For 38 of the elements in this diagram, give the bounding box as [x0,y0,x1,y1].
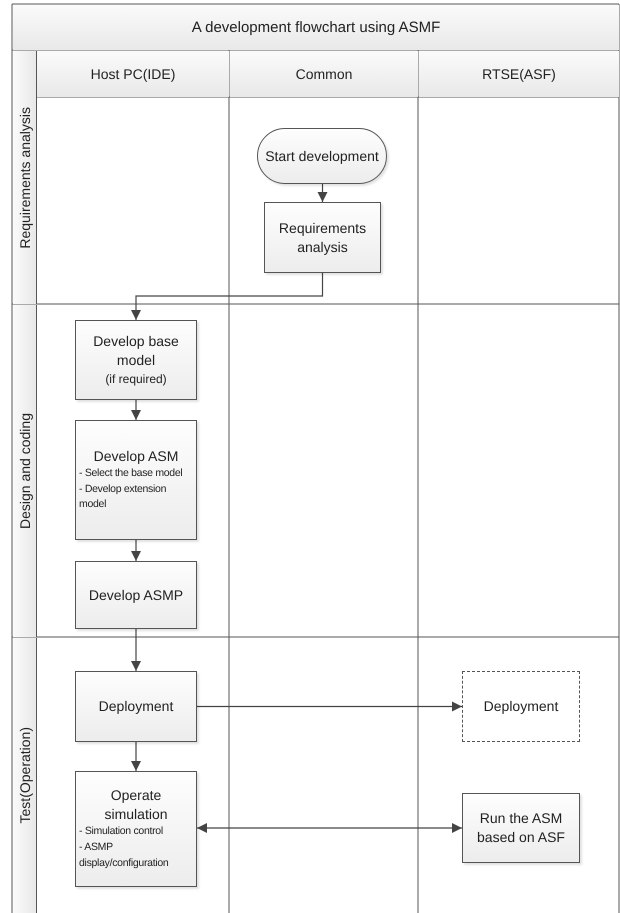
process-box [75,320,197,400]
node-title: Operate simulation [103,786,169,824]
node-title: Start development [265,146,379,166]
process-box [462,793,580,863]
process-box [264,202,381,273]
arrow [131,629,141,671]
node-title: Develop ASMP [88,586,184,604]
lane-label: Requirements analysis [16,106,32,248]
diagram-title: A development flowchart using ASMF [13,5,619,50]
lane-header: RTSE(ASF) [419,51,619,97]
arrow [131,273,324,320]
node-title: Run the ASM based on ASF [476,809,566,847]
process-box [75,561,197,629]
node-title: Develop ASM [94,446,178,466]
lane-header: Host PC(IDE) [37,51,229,97]
dashed-process-box [462,671,580,742]
process-box [75,420,197,540]
bullet-text: - Select the base model [79,466,184,481]
arrow [131,400,141,420]
lane-label: Design and coding [16,413,32,529]
process-box [75,771,197,887]
arrow [318,184,328,202]
bullet-text: - Simulation control [79,824,164,840]
double-arrow [197,823,462,833]
node-title: Deployment [484,697,558,716]
process-box [75,671,197,742]
lane-label: Test(Operation) [16,727,32,824]
node-title: Develop base model [92,332,180,370]
start-terminal [257,128,387,184]
arrow [197,702,462,712]
node-title: Requirements analysis [278,218,368,256]
bullet-text: - ASMP display/configuration [79,840,170,871]
bullet-text: - Develop extension model [79,482,168,512]
arrow [131,540,141,561]
node-title: Deployment [98,697,174,716]
arrow [131,742,141,771]
node-note: (if required) [105,370,167,388]
lane-header: Common [230,51,418,97]
